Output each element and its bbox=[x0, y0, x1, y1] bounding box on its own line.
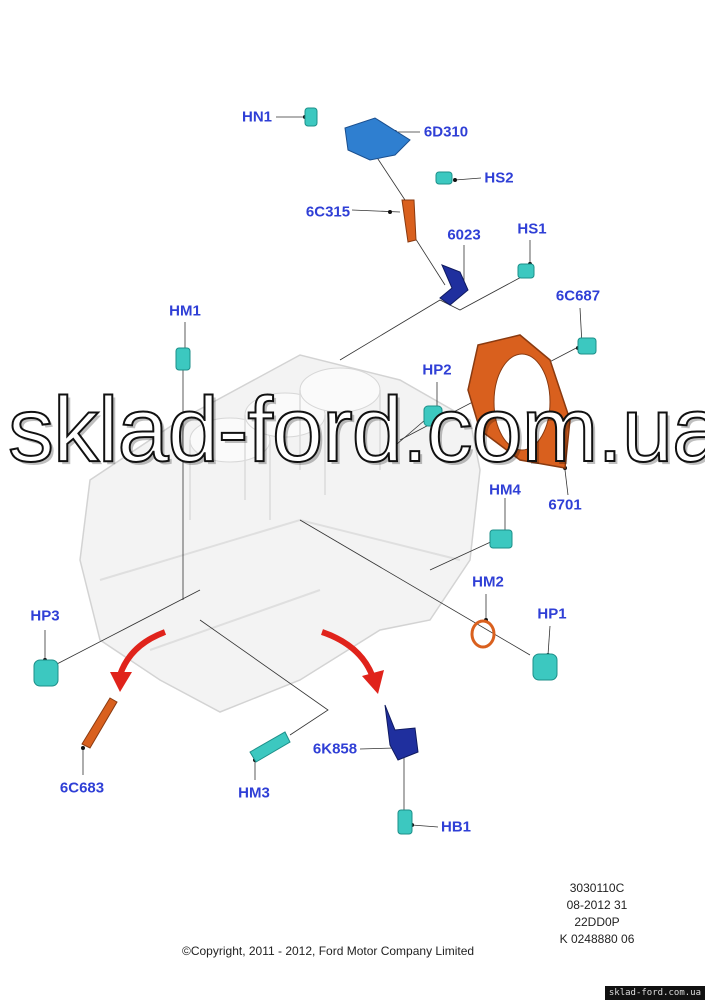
part-HM2 bbox=[470, 619, 496, 649]
red-arrows bbox=[110, 629, 384, 694]
label-HB1[interactable]: HB1 bbox=[440, 818, 472, 836]
label-6K858[interactable]: 6K858 bbox=[312, 740, 358, 758]
part-6C687 bbox=[577, 337, 597, 355]
label-HS2[interactable]: HS2 bbox=[484, 169, 514, 187]
drawing-code: 22DD0P bbox=[574, 915, 620, 929]
label-6C315[interactable]: 6C315 bbox=[305, 203, 351, 221]
part-6C315 bbox=[401, 199, 417, 243]
label-HS1[interactable]: HS1 bbox=[517, 220, 547, 238]
copyright: ©Copyright, 2011 - 2012, Ford Motor Comp… bbox=[182, 944, 475, 958]
drawing-date: 08-2012 31 bbox=[566, 898, 628, 912]
part-6701 bbox=[467, 334, 571, 469]
label-6023[interactable]: 6023 bbox=[447, 226, 481, 244]
part-HS1 bbox=[517, 263, 535, 279]
label-6D310[interactable]: 6D310 bbox=[423, 123, 469, 141]
drawing-info: 3030110C 08-2012 31 22DD0P K 0248880 06 bbox=[517, 880, 677, 948]
label-6701[interactable]: 6701 bbox=[548, 496, 582, 514]
label-HM2[interactable]: HM2 bbox=[472, 573, 504, 591]
corner-watermark: sklad-ford.com.ua bbox=[604, 986, 705, 1000]
part-HS2 bbox=[435, 171, 453, 185]
part-6C683 bbox=[81, 697, 118, 749]
part-HP2 bbox=[423, 405, 443, 427]
watermark: sklad-ford.com.ua bbox=[7, 379, 705, 481]
part-6D310 bbox=[344, 117, 411, 161]
label-HP3[interactable]: HP3 bbox=[30, 607, 60, 625]
label-HM1[interactable]: HM1 bbox=[169, 302, 201, 320]
part-HM4 bbox=[489, 529, 513, 549]
label-6C683[interactable]: 6C683 bbox=[59, 779, 105, 797]
part-6K858 bbox=[384, 704, 419, 761]
label-HP1[interactable]: HP1 bbox=[537, 605, 567, 623]
engine-block bbox=[79, 354, 481, 713]
drawing-ref: K 0248880 06 bbox=[559, 932, 635, 946]
label-HN1[interactable]: HN1 bbox=[241, 108, 273, 126]
part-HP1 bbox=[532, 653, 558, 681]
part-6023 bbox=[439, 264, 469, 306]
label-6C687[interactable]: 6C687 bbox=[555, 287, 601, 305]
drawing-number: 3030110C bbox=[569, 881, 625, 895]
label-HM3[interactable]: HM3 bbox=[238, 784, 270, 802]
part-HN1 bbox=[304, 107, 318, 127]
part-HB1 bbox=[397, 809, 413, 835]
part-HP3 bbox=[33, 659, 59, 687]
part-HM3 bbox=[249, 731, 291, 763]
part-HM1 bbox=[175, 347, 191, 371]
label-HP2[interactable]: HP2 bbox=[422, 361, 452, 379]
label-HM4[interactable]: HM4 bbox=[489, 481, 521, 499]
